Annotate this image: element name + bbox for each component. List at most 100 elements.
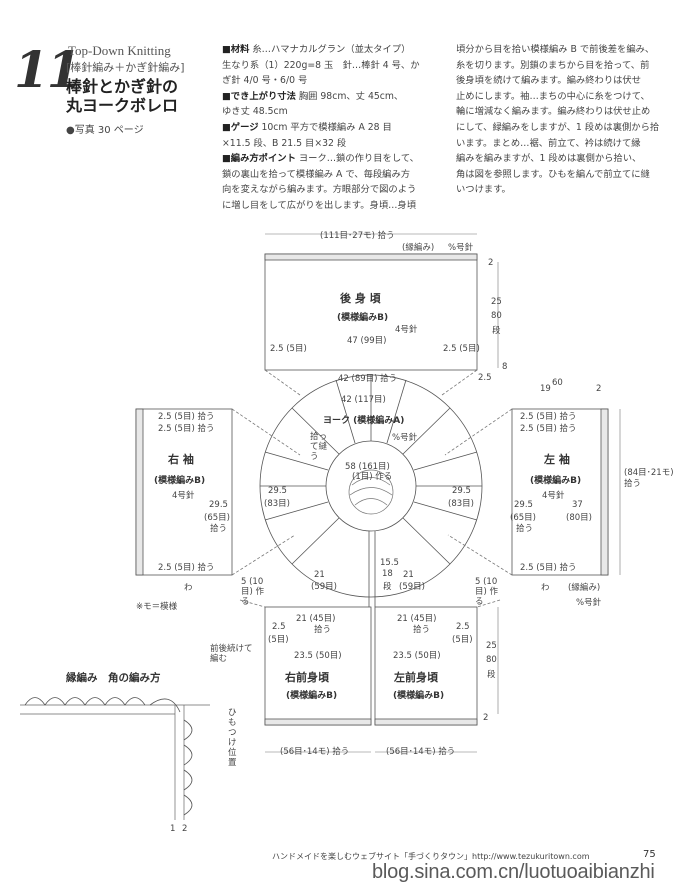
top-needle-label: %号針 bbox=[448, 243, 474, 253]
instruction-line: ■材料 糸…ハマナカルグラン（並太タイプ） bbox=[222, 42, 447, 58]
right-front-59: (59目) bbox=[311, 582, 337, 592]
yoke-needle: %号針 bbox=[392, 433, 418, 443]
sleeve-edge-side: (84目･21モ) 拾う bbox=[624, 468, 674, 489]
yarn-ball-icon bbox=[348, 469, 394, 515]
back-dim-2: 2 bbox=[488, 258, 494, 268]
back-corner-25: 2.5 bbox=[478, 373, 492, 383]
front-join-label: 前後続けて編む bbox=[210, 644, 253, 664]
yoke-side-left: 29.5 bbox=[268, 486, 287, 496]
instruction-line: 止めにします。袖…まちの中心に糸をつけて、 bbox=[456, 90, 650, 102]
instruction-line: ■編み方ポイント ヨーク…鎖の作り目をして、 bbox=[222, 151, 447, 167]
right-sleeve-gusset-top2: 2.5 (5目) 拾う bbox=[158, 424, 215, 434]
right-front-title: 右前身頃 bbox=[285, 671, 329, 684]
instruction-text: ゆき丈 48.5cm bbox=[222, 106, 288, 118]
pattern-title: 棒針とかぎ針の 丸ヨークボレロ bbox=[66, 77, 178, 115]
motif-note: ※モ＝模様 bbox=[136, 602, 178, 612]
edge-chart-title: 縁編み 角の編み方 bbox=[66, 672, 161, 684]
right-sleeve-wa: わ bbox=[184, 583, 193, 593]
back-body-pattern: (模様編みB) bbox=[337, 313, 389, 323]
instruction-heading: ■編み方ポイント bbox=[222, 153, 296, 165]
instructions-column-1: ■材料 糸…ハマナカルグラン（並太タイプ）生なり系（1）220g=8 玉 針…棒… bbox=[222, 42, 447, 214]
row-number-2: 2 bbox=[182, 824, 188, 834]
sleeve-dim-2: 2 bbox=[596, 384, 602, 394]
left-front-title: 左前身頃 bbox=[394, 671, 438, 684]
left-front-5: (5目) bbox=[452, 635, 473, 645]
blog-watermark: blog.sina.com.cn/luotuoaibianzhi bbox=[372, 861, 655, 883]
instruction-line: にして、緑編みをしますが、1 段めは裏側から拾 bbox=[456, 121, 660, 133]
right-sleeve-gusset-bottom: 2.5 (5目) 拾う bbox=[158, 563, 215, 573]
left-make-5: 5 (10目) 作る bbox=[475, 577, 499, 607]
right-front-pick: 拾う bbox=[314, 625, 332, 635]
back-dim-80: 80 bbox=[491, 311, 502, 321]
right-sleeve-pattern: (模様編みB) bbox=[154, 476, 206, 486]
left-bottom-pick: (56目･14モ) 拾う bbox=[386, 747, 456, 757]
subtitle-english: Top-Down Knitting bbox=[68, 43, 171, 58]
instruction-heading: ■でき上がり寸法 bbox=[222, 90, 296, 102]
back-pick-label: 42 (89目) 拾う bbox=[338, 374, 398, 384]
yoke-side-left-st: (83目) bbox=[264, 499, 290, 509]
right-front-width: 21 (45目) bbox=[296, 614, 336, 624]
right-sleeve-title: 右 袖 bbox=[168, 453, 194, 466]
top-width-label: (111目･27モ) 拾う bbox=[320, 231, 395, 241]
instruction-line: 糸を切ります。別鎖のまちから目を拾って、前 bbox=[456, 59, 650, 71]
instruction-heading: ■ゲージ bbox=[222, 121, 259, 133]
instruction-text: 向を変えながら編みます。方眼部分で図のよう bbox=[222, 184, 417, 196]
left-front-25: 2.5 bbox=[456, 622, 470, 632]
instruction-text: 10cm 平方で模様編み A 28 目 bbox=[261, 121, 392, 133]
left-sleeve-gusset-top2: 2.5 (5目) 拾う bbox=[520, 424, 577, 434]
right-make-5: 5 (10目) 作る bbox=[241, 577, 265, 607]
instruction-line: 角は図を参照します。ひもを編んで前立てに縫 bbox=[456, 168, 650, 180]
neck-155: 15.5 bbox=[380, 558, 399, 568]
left-front-59: (59目) bbox=[399, 582, 425, 592]
subtitle-japanese: [棒針編み＋かぎ針編み] bbox=[66, 61, 185, 74]
left-front-width: 21 (45目) bbox=[397, 614, 437, 624]
instruction-line: 頃分から目を拾い模様編み B で前後差を編み、 bbox=[456, 44, 655, 55]
yoke-side-right-st: (83目) bbox=[448, 499, 474, 509]
left-sleeve-title: 左 袖 bbox=[544, 453, 570, 466]
left-sleeve-len-st: (65目) bbox=[510, 513, 536, 523]
right-front-25: 2.5 bbox=[272, 622, 286, 632]
front-dim-dan: 段 bbox=[487, 670, 496, 680]
back-gusset-right: 2.5 (5目) bbox=[443, 344, 480, 354]
instruction-line: 編みを編みますが、1 段めは裏側から拾い、 bbox=[456, 153, 642, 165]
yoke-side-right: 29.5 bbox=[452, 486, 471, 496]
right-sleeve-needle: 4号針 bbox=[172, 491, 195, 501]
instruction-line: いつけます。 bbox=[456, 184, 511, 196]
instruction-text: 生なり系（1）220g=8 玉 針…棒針 4 号、か bbox=[222, 59, 420, 71]
left-sleeve-gusset-top: 2.5 (5目) 拾う bbox=[520, 412, 577, 422]
yoke-outer-label: 42 (117目) bbox=[341, 395, 386, 405]
right-bottom-pick: (56目･14モ) 拾う bbox=[280, 747, 350, 757]
instruction-line: 向を変えながら編みます。方眼部分で図のよう bbox=[222, 182, 447, 198]
right-front-5: (5目) bbox=[268, 635, 289, 645]
sleeve-dim-19: 19 bbox=[540, 384, 551, 394]
back-body-needle: 4号針 bbox=[395, 325, 418, 335]
instruction-text: に増し目をして広がりを出します。身頃…身頃 bbox=[222, 199, 417, 211]
pick-sew-label: 拾って縫う bbox=[310, 432, 328, 462]
row-number-1: 1 bbox=[170, 824, 176, 834]
instruction-heading: ■材料 bbox=[222, 44, 250, 55]
sleeve-edge-needle: %号針 bbox=[576, 598, 602, 608]
back-gusset-left: 2.5 (5目) bbox=[270, 344, 307, 354]
instruction-text: 鎖の裏山を拾って模様編み A で、毎段編み方 bbox=[222, 168, 411, 180]
back-dim-25: 25 bbox=[491, 297, 502, 307]
string-position-label: ひもつけ位置 bbox=[228, 708, 237, 768]
instruction-text: ヨーク…鎖の作り目をして、 bbox=[298, 153, 419, 165]
left-sleeve-37-st: (80目) bbox=[566, 513, 592, 523]
neck-18: 18 bbox=[382, 569, 393, 579]
right-sleeve-pick: 拾う bbox=[210, 524, 228, 534]
right-sleeve-gusset-top: 2.5 (5目) 拾う bbox=[158, 412, 215, 422]
back-dim-8: 8 bbox=[502, 362, 508, 372]
instruction-line: ■でき上がり寸法 胸囲 98cm、丈 45cm、 bbox=[222, 89, 447, 105]
left-sleeve-wa: わ bbox=[541, 583, 550, 593]
neck-dan: 段 bbox=[383, 582, 392, 592]
yoke-neck-circle bbox=[325, 440, 417, 532]
instruction-line: ゆき丈 48.5cm bbox=[222, 104, 447, 120]
left-front-21: 21 bbox=[403, 570, 414, 580]
title-line-1: 棒針とかぎ針の bbox=[66, 77, 179, 96]
left-sleeve-pick: 拾う bbox=[516, 524, 534, 534]
left-sleeve-37: 37 bbox=[572, 500, 583, 510]
page-number: 75 bbox=[643, 849, 656, 860]
yoke-inner-label: 58 (161目) bbox=[345, 462, 390, 472]
left-sleeve-pattern: (模様編みB) bbox=[530, 476, 582, 486]
